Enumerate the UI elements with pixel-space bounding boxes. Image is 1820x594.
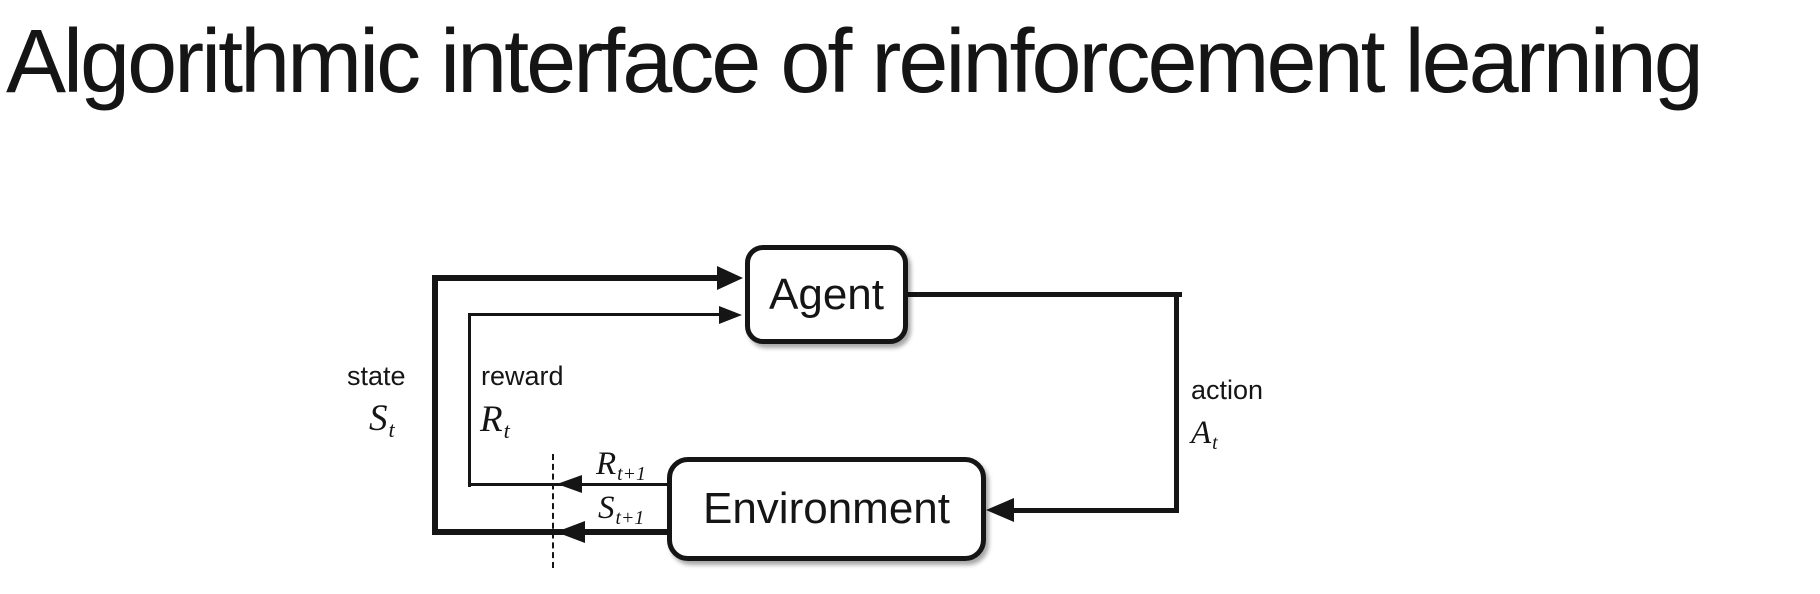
action-loop-bottom-line <box>1012 508 1179 513</box>
environment-node: Environment <box>667 457 986 561</box>
state-symbol: S <box>369 398 388 439</box>
state-loop-vertical-line <box>432 275 438 535</box>
action-word-label: action <box>1191 375 1264 405</box>
state-arrowhead-into-agent-icon <box>717 266 743 290</box>
agent-node-label: Agent <box>769 269 884 319</box>
state-symbol-label: St <box>369 398 395 440</box>
action-symbol: A <box>1191 415 1212 451</box>
next-reward-subscript: t+1 <box>617 462 646 485</box>
action-loop-vertical-line <box>1174 292 1179 513</box>
next-state-line <box>432 529 667 535</box>
action-symbol-label: At <box>1191 415 1218 453</box>
next-state-subscript: t+1 <box>615 506 645 529</box>
next-reward-symbol: R <box>596 446 617 482</box>
next-state-symbol: S <box>598 490 615 526</box>
reward-symbol-label: Rt <box>480 399 510 441</box>
environment-node-label: Environment <box>702 484 950 533</box>
reward-subscript: t <box>503 417 510 443</box>
state-word-label: state <box>347 361 406 391</box>
next-reward-symbol-label: Rt+1 <box>596 446 646 484</box>
agent-node: Agent <box>745 245 908 344</box>
reward-loop-top-line <box>468 313 722 316</box>
action-arrowhead-into-environment-icon <box>986 498 1014 522</box>
state-subscript: t <box>388 416 395 442</box>
reward-word-label: reward <box>481 361 564 391</box>
reward-loop-vertical-line <box>468 313 471 487</box>
next-state-arrowhead-icon <box>556 521 585 543</box>
next-reward-arrowhead-icon <box>557 475 582 493</box>
time-boundary-dashed-line <box>552 454 554 568</box>
slide-title: Algorithmic interface of reinforcement l… <box>6 12 1704 112</box>
reward-symbol: R <box>480 399 503 440</box>
action-loop-top-line <box>906 292 1182 297</box>
state-loop-top-line <box>432 275 720 281</box>
next-state-symbol-label: St+1 <box>598 490 644 528</box>
reward-arrowhead-into-agent-icon <box>719 306 742 324</box>
action-subscript: t <box>1212 431 1218 454</box>
